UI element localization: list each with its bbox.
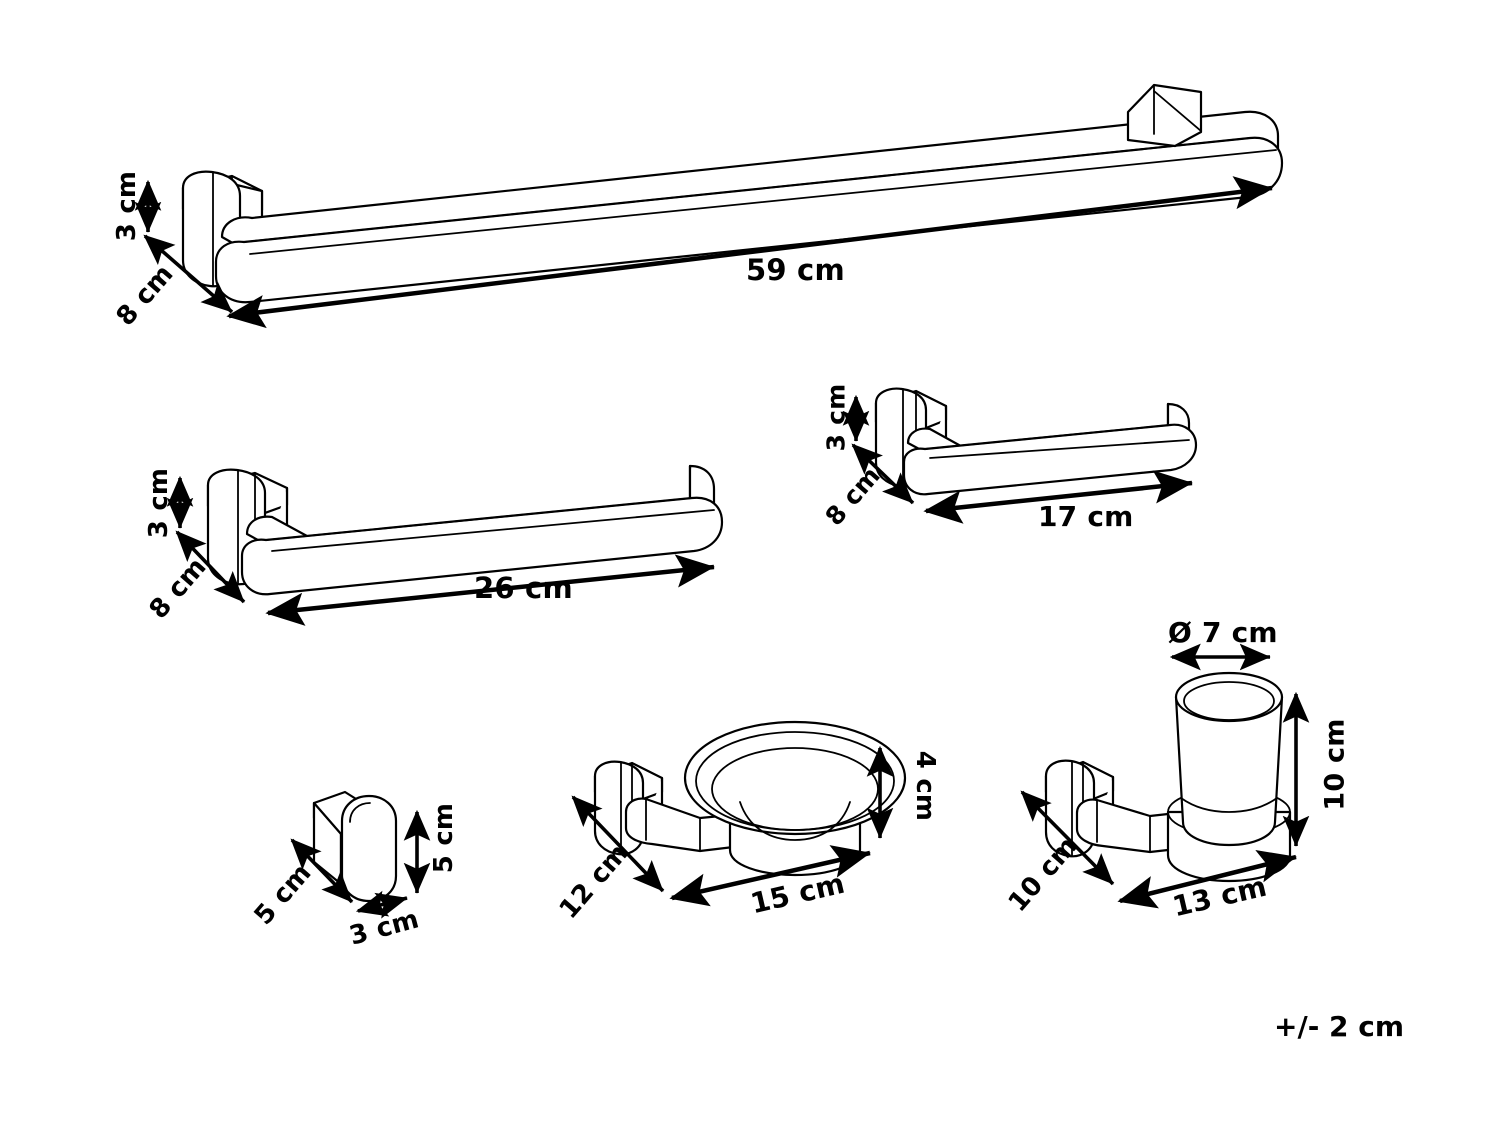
tolerance-note: +/- 2 cm: [1274, 1010, 1405, 1043]
item-soap-dish: [571, 720, 907, 907]
dim-label-paper-length: 17 cm: [1038, 500, 1134, 533]
dim-label-rail-height: 3 cm: [112, 170, 143, 242]
item-tumbler-holder: [1020, 643, 1310, 909]
dim-label-bar-length: 26 cm: [474, 571, 573, 605]
item-towel-rail: [134, 83, 1284, 329]
item-towel-ring-bar: [166, 464, 724, 626]
dim-label-tumbler-height: 10 cm: [1319, 718, 1351, 811]
dim-label-tumbler-diameter: Ø 7 cm: [1168, 616, 1278, 649]
dim-label-bar-height: 3 cm: [144, 467, 175, 539]
dim-label-dish-height: 4 cm: [910, 750, 941, 822]
item-wall-hook: [290, 790, 431, 919]
dim-label-hook-height: 5 cm: [429, 802, 460, 874]
item-toilet-paper-holder: [842, 387, 1198, 524]
dim-label-rail-length: 59 cm: [746, 253, 845, 287]
dim-label-paper-height: 3 cm: [821, 383, 851, 452]
